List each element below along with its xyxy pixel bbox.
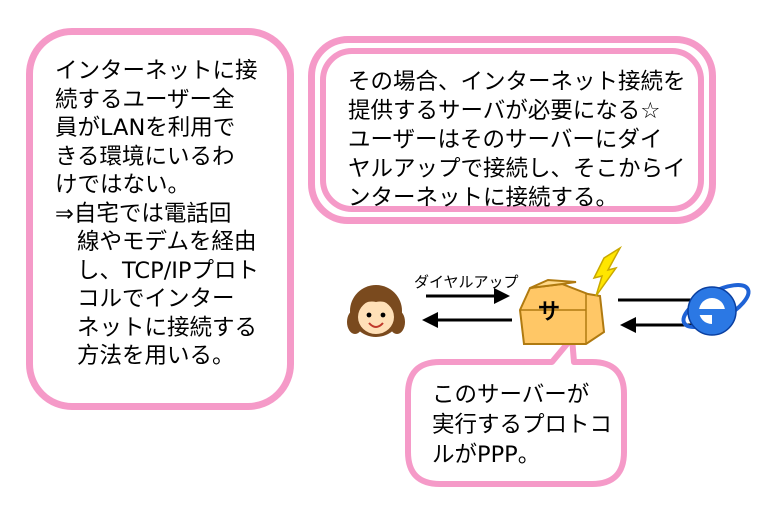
top-note-line: 提供するサーバが必要になる☆ [348,98,661,124]
top-note-line: ヤルアップで接続し、そこからイ [348,156,686,182]
top-note-line: ンターネットに接続する。 [348,185,619,211]
left-note-line: 線やモデムを経由 [77,229,257,255]
bottom-note-line: ルがPPP。 [432,442,541,468]
server-label: サ [538,300,561,325]
left-note-line: 続するユーザー全 [55,86,235,113]
left-note-box: インターネットに接 続するユーザー全 員がLANを利用で きる環境にいるわ けで… [26,28,294,410]
top-note-line: ユーザーはそのサーバーにダイ [348,127,663,153]
lightning-icon [592,245,623,297]
top-note-line: その場合、インターネット接続を [348,69,686,95]
left-note-line: ⇒自宅では電話回 [55,200,232,227]
internet-explorer-icon [681,283,751,336]
left-note-line: コルでインター [77,286,235,312]
left-note-line: けではない。 [55,172,191,198]
left-note-line: 方法を用いる。 [77,343,235,369]
left-note-line: ネットに接続する [77,314,258,341]
top-note-inner: その場合、インターネット接続を 提供するサーバが必要になる☆ ユーザーはそのサー… [320,48,704,212]
left-note-line: インターネットに接 [55,58,258,84]
server-box-icon [518,278,606,345]
bottom-note: このサーバーが 実行するプロトコ ルがPPP。 [432,380,612,470]
dialup-arrows [422,288,512,328]
top-note-box: その場合、インターネット接続を 提供するサーバが必要になる☆ ユーザーはそのサー… [308,36,716,224]
bottom-note-line: 実行するプロトコ [432,412,613,438]
left-note-line: し、TCP/IPプロト [77,257,259,284]
bottom-note-line: このサーバーが [432,382,590,408]
left-note-line: 員がLANを利用で [55,115,236,141]
user-girl-icon [347,285,405,337]
speech-bubble [405,335,627,487]
left-note-line: きる環境にいるわ [55,143,235,170]
dialup-label: ダイヤルアップ [414,273,519,291]
